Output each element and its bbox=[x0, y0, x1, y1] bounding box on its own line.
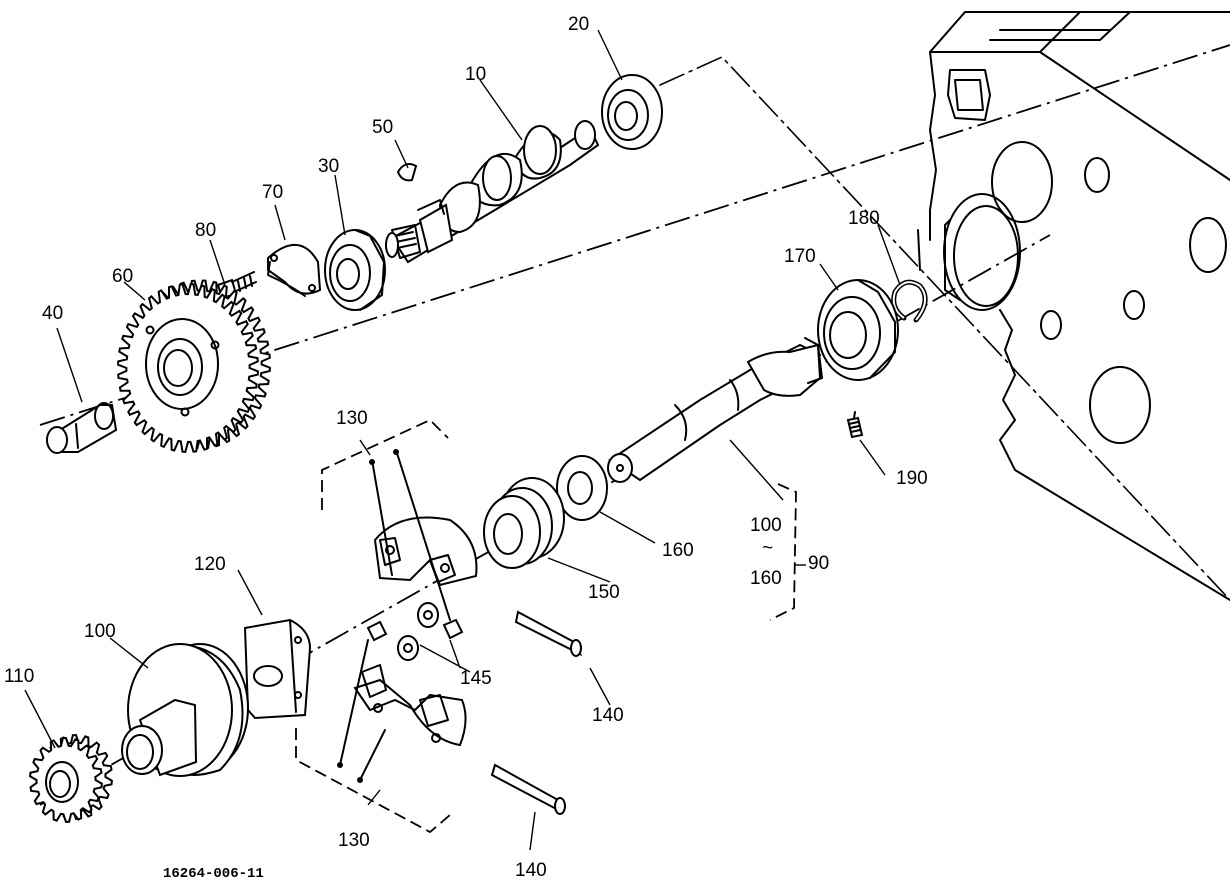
callout-140-b: 140 bbox=[515, 860, 547, 881]
callout-160: 160 bbox=[662, 540, 694, 561]
flyweight-lower-130 bbox=[337, 639, 467, 783]
group-bracket-90 bbox=[769, 483, 797, 621]
set-screw-190 bbox=[846, 411, 864, 439]
callout-70: 70 bbox=[262, 182, 283, 203]
callout-110: 110 bbox=[4, 666, 34, 687]
gear-110 bbox=[29, 733, 113, 824]
bearing-20 bbox=[601, 74, 663, 150]
drum-100 bbox=[121, 643, 249, 777]
engine-block bbox=[917, 11, 1230, 601]
callout-145: 145 bbox=[460, 668, 492, 689]
holder-120 bbox=[243, 618, 312, 720]
callout-20: 20 bbox=[568, 14, 589, 35]
bearing-170 bbox=[817, 279, 899, 381]
callout-40: 40 bbox=[42, 303, 63, 324]
callout-100-range: 100 bbox=[750, 515, 782, 536]
callout-130-top: 130 bbox=[336, 408, 368, 429]
shaft-end-40 bbox=[46, 402, 118, 454]
callout-range-separator: ~ bbox=[762, 538, 773, 559]
pin-140-upper bbox=[514, 610, 583, 657]
callout-190: 190 bbox=[896, 468, 928, 489]
leader-lines bbox=[24, 29, 901, 851]
retainer-plate-70 bbox=[267, 243, 322, 297]
snap-ring-180 bbox=[891, 279, 928, 323]
camshaft-10 bbox=[385, 120, 600, 264]
washer-160 bbox=[556, 455, 608, 521]
callout-140-a: 140 bbox=[592, 705, 624, 726]
callout-30: 30 bbox=[318, 156, 339, 177]
bearing-30 bbox=[324, 229, 386, 311]
figure-id: 16264-006-11 bbox=[163, 866, 264, 882]
callout-120: 120 bbox=[194, 554, 226, 575]
governor-shaft bbox=[607, 337, 823, 483]
callout-160-range: 160 bbox=[750, 568, 782, 589]
group-bracket-130-bottom bbox=[295, 728, 451, 834]
callout-100: 100 bbox=[84, 621, 116, 642]
callout-170: 170 bbox=[784, 246, 816, 267]
callout-60: 60 bbox=[112, 266, 133, 287]
cam-gear-60 bbox=[117, 279, 271, 453]
callout-80: 80 bbox=[195, 220, 216, 241]
pins-145 bbox=[366, 602, 464, 661]
callout-50: 50 bbox=[372, 117, 393, 138]
group-bracket-130-top bbox=[321, 418, 449, 510]
callout-90: 90 bbox=[808, 553, 829, 574]
camshaft-housing-leader bbox=[659, 56, 1230, 601]
flyweight-upper-130 bbox=[369, 449, 478, 621]
callout-130-bottom: 130 bbox=[338, 830, 370, 851]
callout-180: 180 bbox=[848, 208, 880, 229]
woodruff-key-50 bbox=[396, 163, 418, 182]
callout-10: 10 bbox=[465, 64, 486, 85]
callout-150: 150 bbox=[588, 582, 620, 603]
pin-140-lower bbox=[490, 763, 566, 815]
sleeve-150 bbox=[483, 477, 565, 569]
